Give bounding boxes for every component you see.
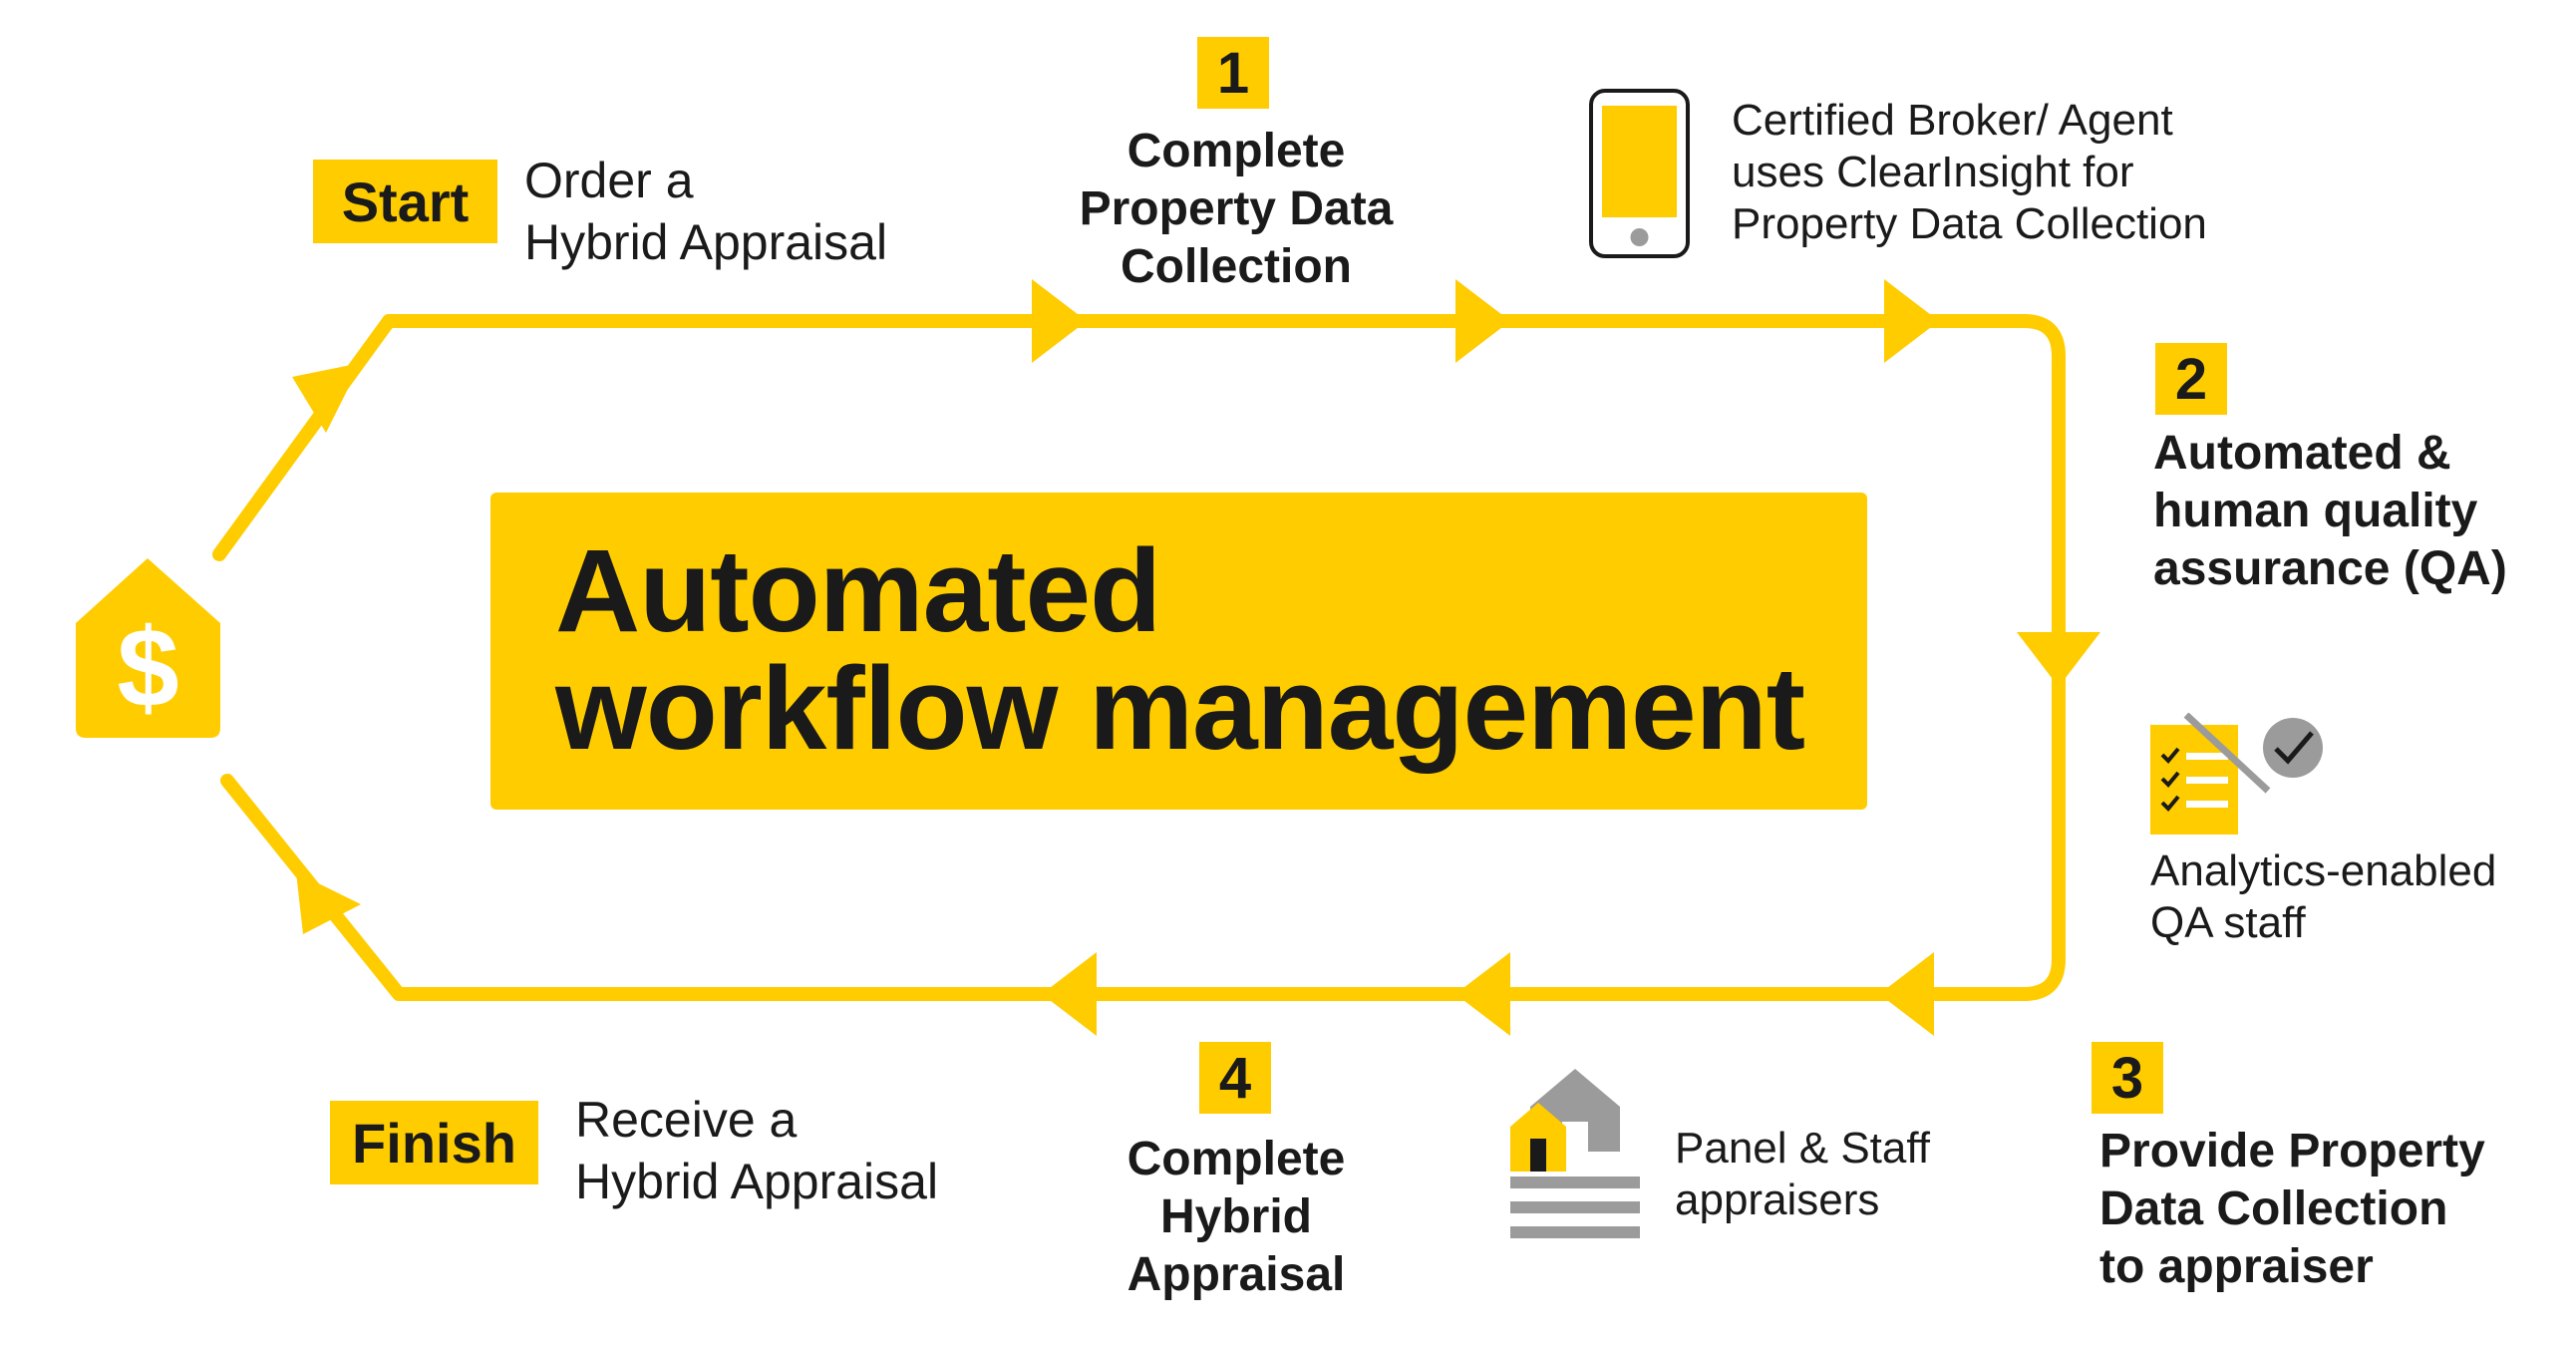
step-4-number: 4 <box>1199 1042 1271 1114</box>
center-title: Automated workflow management <box>555 525 1805 775</box>
house-dollar-icon: $ <box>66 553 230 743</box>
step-2-title: Automated & human quality assurance (QA) <box>2153 427 2507 595</box>
arrow-right-1 <box>1032 279 1087 363</box>
arrow-left-3 <box>1042 952 1097 1036</box>
arrow-up-right <box>292 363 361 433</box>
start-description: Order a Hybrid Appraisal <box>524 153 888 270</box>
start-tag: Start <box>313 160 497 243</box>
checklist-icon <box>2148 712 2333 838</box>
step-3-number: 3 <box>2092 1042 2163 1114</box>
house-dollar-symbol: $ <box>117 605 179 730</box>
finish-tag: Finish <box>330 1101 538 1184</box>
arrow-right-2 <box>1455 279 1510 363</box>
appraisers-note: Panel & Staff appraisers <box>1675 1124 1931 1224</box>
qa-staff-note: Analytics-enabled QA staff <box>2150 846 2497 947</box>
smartphone-icon <box>1588 88 1691 259</box>
arrow-left-1 <box>1879 952 1934 1036</box>
arrow-left-2 <box>1455 952 1510 1036</box>
step-3-title: Provide Property Data Collection to appr… <box>2099 1125 2485 1293</box>
arrow-up-left <box>296 872 361 934</box>
step-2-number: 2 <box>2155 343 2227 415</box>
step-4-title: Complete Hybrid Appraisal <box>1127 1133 1346 1301</box>
arrow-down <box>2017 632 2100 687</box>
center-title-box: Automated workflow management <box>490 493 1867 810</box>
step-1-title: Complete Property Data Collection <box>1079 125 1394 293</box>
arrow-right-3 <box>1884 279 1939 363</box>
finish-description: Receive a Hybrid Appraisal <box>575 1092 939 1209</box>
house-appraiser-icon <box>1510 1067 1640 1251</box>
step-1-number: 1 <box>1197 37 1269 109</box>
broker-note: Certified Broker/ Agent uses ClearInsigh… <box>1732 96 2207 248</box>
